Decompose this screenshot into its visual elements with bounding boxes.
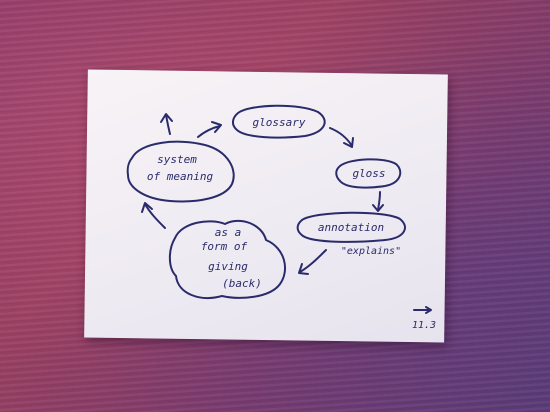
node-annotation: annotation "explains": [296, 211, 406, 257]
node-giving-line4: (back): [222, 277, 262, 290]
arrow-giving-to-system: [141, 202, 166, 229]
node-giving-line3: giving: [208, 260, 248, 273]
node-glossary: glossary: [232, 104, 326, 139]
node-glossary-outline: [232, 104, 326, 139]
node-glossary-label: glossary: [253, 116, 306, 129]
node-giving: as a form of giving (back): [168, 219, 286, 299]
node-gloss-outline: [335, 158, 402, 189]
node-system-of-meaning: system of meaning: [126, 140, 235, 203]
node-annotation-quote: "explains": [341, 246, 401, 257]
node-annotation-label: annotation: [318, 221, 384, 234]
arrow-gloss-to-annotation: [372, 191, 384, 212]
arrow-glossary-to-gloss: [329, 127, 354, 148]
node-gloss: gloss: [335, 158, 402, 189]
arrow-system-up: [160, 113, 173, 135]
page-number-marker: 11.3: [412, 306, 436, 331]
node-annotation-outline: [296, 211, 406, 243]
node-gloss-label: gloss: [352, 167, 385, 180]
arrow-system-to-glossary: [197, 121, 222, 138]
node-system-outline: [126, 140, 235, 203]
node-giving-line1: as a: [215, 226, 242, 239]
node-giving-line2: form of: [201, 240, 248, 253]
node-system-line2: of meaning: [147, 170, 214, 183]
page-number: 11.3: [412, 320, 436, 331]
node-giving-outline: [168, 219, 286, 299]
arrow-annotation-to-giving: [298, 249, 327, 275]
node-system-line1: system: [157, 153, 197, 166]
